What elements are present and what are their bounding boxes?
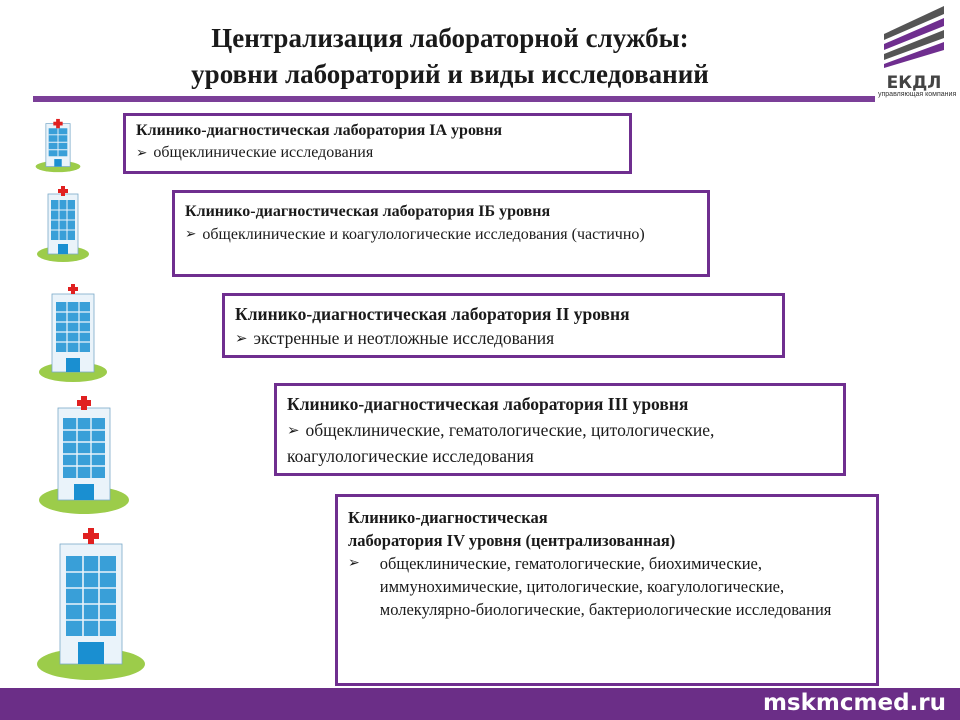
title-divider bbox=[33, 96, 875, 102]
arrow-bullet-icon: ➢ bbox=[235, 329, 248, 347]
arrow-bullet-icon: ➢ bbox=[287, 421, 300, 439]
hospital-building-icon bbox=[37, 186, 89, 262]
level-heading: Клинико-диагностическая лаборатория IА у… bbox=[136, 122, 503, 139]
list-item: ➢ общеклинические, гематологические, цит… bbox=[287, 417, 833, 443]
list-item-continuation: коагулологические исследования bbox=[287, 446, 534, 466]
title-line-2: уровни лабораторий и виды исследований bbox=[191, 59, 709, 89]
page-title: Централизация лабораторной службы: уровн… bbox=[90, 20, 810, 92]
level-card-2: Клинико-диагностическая лаборатория II у… bbox=[222, 293, 785, 358]
medical-cross-icon bbox=[77, 396, 91, 410]
level-heading-line-1: Клинико-диагностическая bbox=[348, 508, 548, 527]
footer-bar: mskmcmed.ru bbox=[0, 688, 960, 720]
level-heading-line-2: лаборатория IV уровня (централизованная) bbox=[348, 531, 676, 550]
level-heading: Клинико-диагностическая лаборатория II у… bbox=[235, 304, 630, 324]
list-item: ➢ общеклинические, гематологические, био… bbox=[348, 554, 832, 619]
list-item: ➢ общеклинические и коагулологические ис… bbox=[185, 223, 697, 246]
list-item: ➢ экстренные и неотложные исследования bbox=[235, 328, 555, 348]
arrow-bullet-icon: ➢ bbox=[136, 145, 148, 161]
medical-cross-icon bbox=[83, 528, 99, 544]
level-heading: Клинико-диагностическая лаборатория IБ у… bbox=[185, 203, 551, 220]
level-card-4: Клинико-диагностическая лаборатория IV у… bbox=[335, 494, 879, 686]
hospital-building-icon bbox=[39, 284, 107, 382]
title-line-1: Централизация лабораторной службы: bbox=[211, 23, 689, 53]
level-heading: Клинико-диагностическая лаборатория III … bbox=[287, 394, 689, 414]
medical-cross-icon bbox=[53, 118, 63, 129]
medical-cross-icon bbox=[58, 186, 68, 196]
ekdl-logo: ЕКДЛ bbox=[878, 2, 950, 102]
level-card-1a: Клинико-диагностическая лаборатория IА у… bbox=[123, 113, 632, 174]
arrow-bullet-icon: ➢ bbox=[185, 226, 197, 242]
level-card-3: Клинико-диагностическая лаборатория III … bbox=[274, 383, 846, 476]
site-link[interactable]: mskmcmed.ru bbox=[762, 690, 946, 716]
hospital-building-icon bbox=[39, 396, 129, 514]
logo-wordmark: ЕКДЛ bbox=[887, 73, 942, 93]
level-card-1b: Клинико-диагностическая лаборатория IБ у… bbox=[172, 190, 710, 277]
ekdl-logo-icon: ЕКДЛ bbox=[884, 6, 944, 93]
hospital-building-icon bbox=[37, 528, 145, 680]
medical-cross-icon bbox=[68, 284, 78, 294]
hospital-building-icon bbox=[35, 118, 81, 173]
arrow-bullet-icon: ➢ bbox=[348, 555, 360, 571]
logo-caption: управляющая компания bbox=[878, 91, 957, 98]
list-item: ➢ общеклинические исследования bbox=[136, 142, 619, 164]
